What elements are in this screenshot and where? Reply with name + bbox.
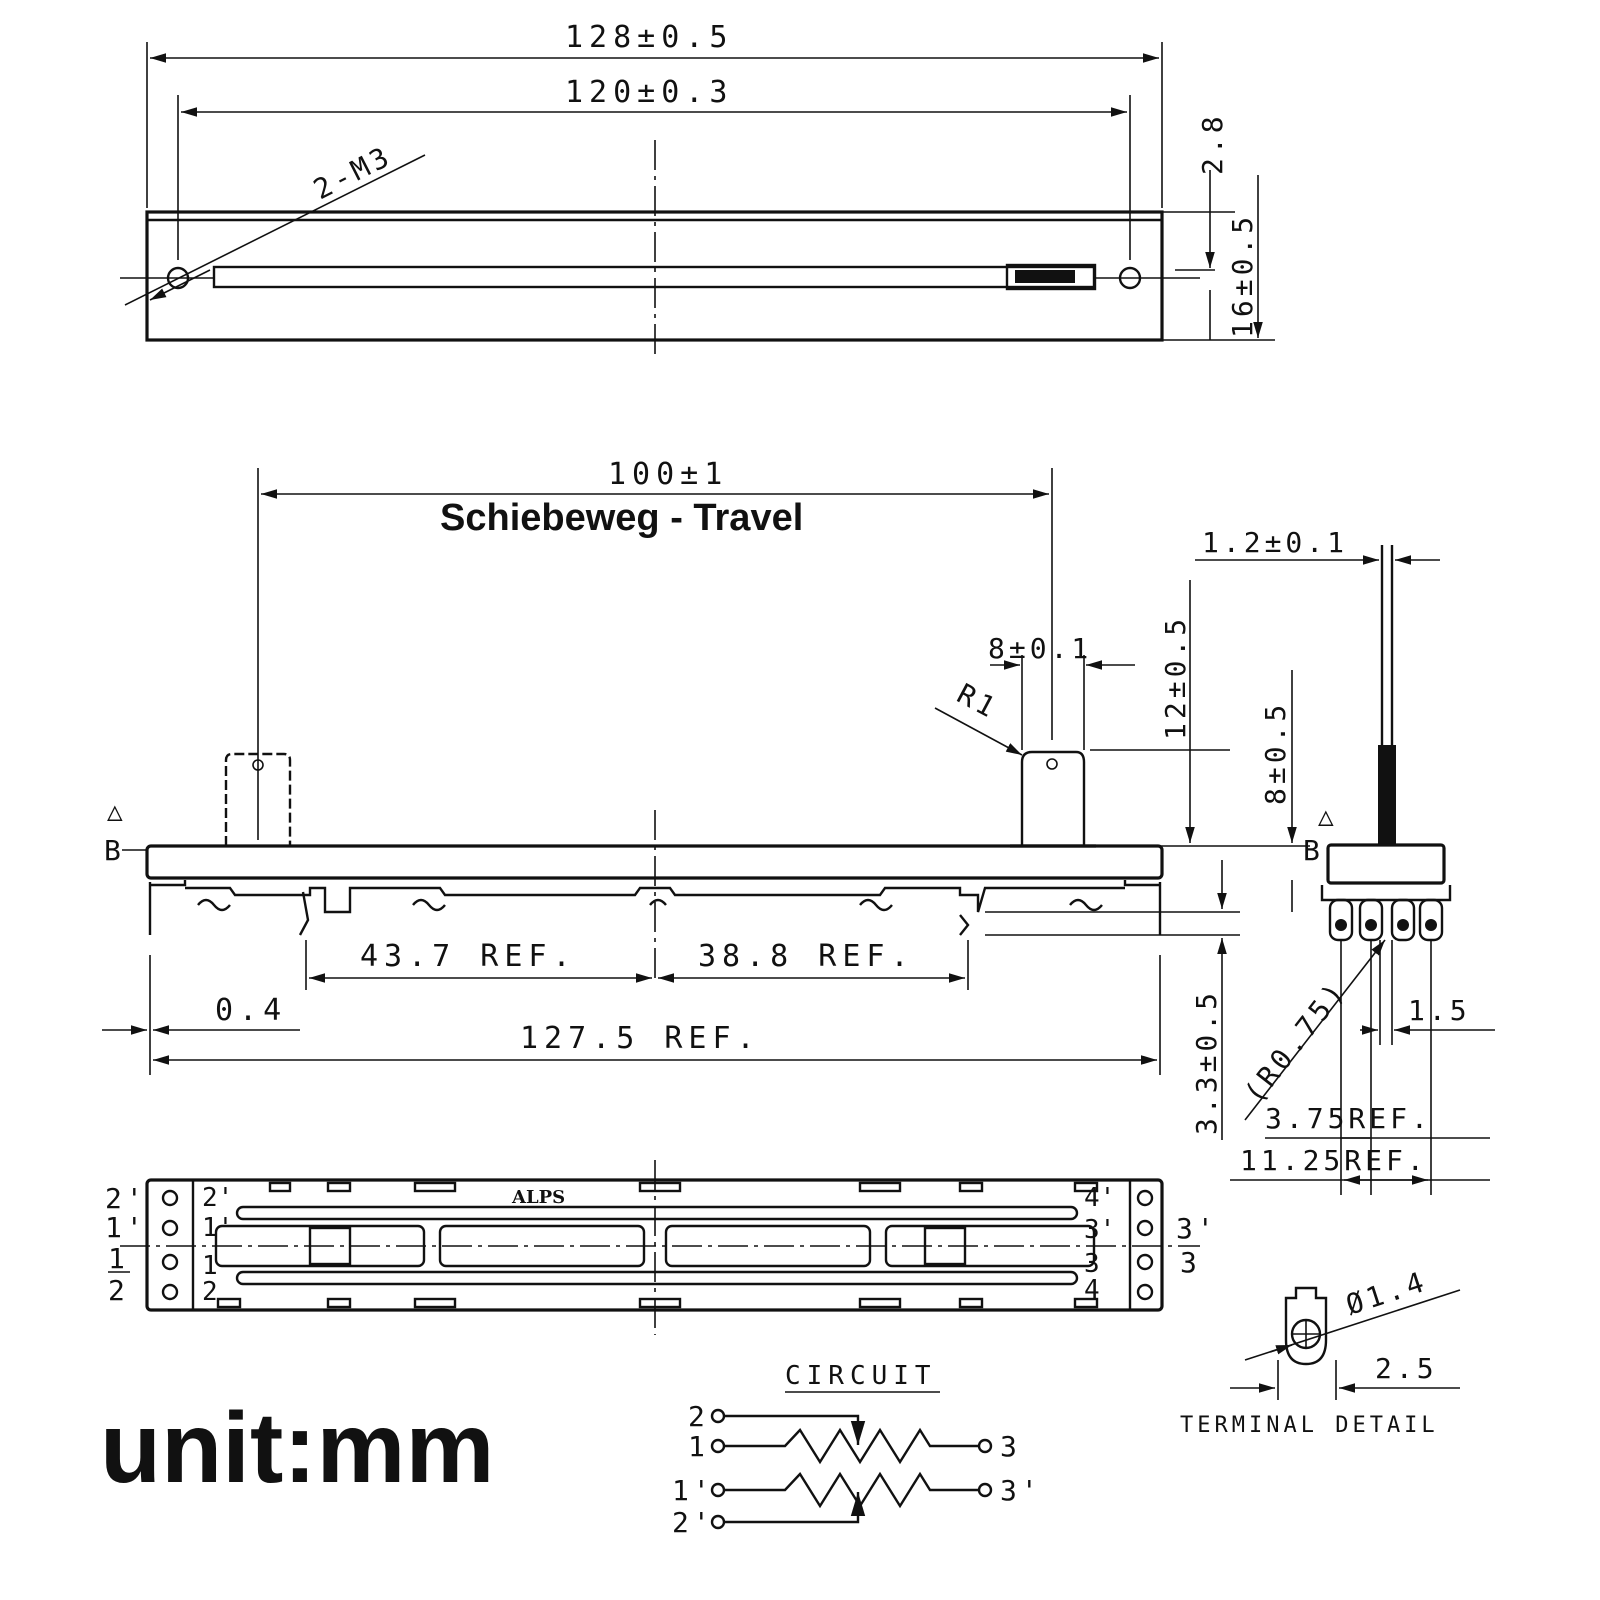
circuit-lower-terminal-2p: 2' xyxy=(672,1506,714,1539)
resistive-track-lower xyxy=(235,1270,1079,1286)
resistor-lower xyxy=(724,1471,979,1509)
terminal-radius-leader xyxy=(1244,939,1386,1121)
travel-caption: Schiebeweg - Travel xyxy=(440,497,803,539)
wiper-lower xyxy=(724,1492,866,1524)
end-view: △ B 1.2±0.1 12±0.5 8±0.5 3.3±0.5 (R0.75)… xyxy=(1090,526,1495,1195)
unit-label: unit:mm xyxy=(100,1392,494,1504)
mounting-tabs xyxy=(216,1181,1099,1309)
datum-symbol-right: △ xyxy=(1318,802,1334,832)
shaft xyxy=(1378,745,1396,845)
terminal-detail: Ø1.4 2.5 TERMINAL DETAIL xyxy=(1180,1264,1461,1438)
knob-width-label: 8±0.1 xyxy=(988,632,1092,665)
circuit-heading: CIRCUIT xyxy=(785,1361,937,1391)
resistor-upper xyxy=(724,1427,979,1465)
slider-knob-top xyxy=(1005,263,1097,291)
left-inner-label-4: 2 xyxy=(202,1277,218,1307)
ref-outer-label: 11.25REF. xyxy=(1240,1144,1428,1177)
circuit-upper-terminal-1: 1 xyxy=(688,1430,709,1463)
terminal-radius-label: (R0.75) xyxy=(1238,974,1354,1109)
right-pins xyxy=(1136,1189,1154,1301)
left-inner-label-1: 2' xyxy=(202,1183,233,1213)
left-pin-label-4: 2 xyxy=(108,1274,129,1307)
left-pin-label-3: 1 xyxy=(108,1242,129,1275)
slider-slot xyxy=(212,265,1096,289)
datum-symbol-left: △ xyxy=(107,797,123,827)
circuit-upper-terminal-3: 3 xyxy=(1000,1430,1021,1463)
mount-screws-label: 2-M3 xyxy=(308,139,397,206)
top-view-body xyxy=(145,210,1164,342)
left-pin-label-2: 1' xyxy=(105,1211,147,1244)
right-inner-label-1: 4' xyxy=(1084,1183,1115,1213)
right-inner-label-2: 3' xyxy=(1084,1215,1115,1245)
shaft-thickness-label: 1.2±0.1 xyxy=(1202,526,1348,559)
left-inner-label-3: 1 xyxy=(202,1251,218,1281)
left-inner-label-2: 1' xyxy=(202,1213,233,1243)
resistive-track-upper xyxy=(235,1205,1079,1221)
side-view: 100±1 Schiebeweg - Travel 8±0.1 R1 △ B xyxy=(102,457,1240,1075)
knob-right xyxy=(1020,750,1086,846)
circuit-upper-terminal-2: 2 xyxy=(688,1400,709,1433)
top-view: 128±0.5 120±0.3 2-M3 2.8 16±0.5 xyxy=(120,20,1275,355)
left-pins xyxy=(161,1189,179,1301)
datum-label-right: B xyxy=(1303,834,1324,867)
ref-inner-label: 3.75REF. xyxy=(1265,1102,1432,1135)
right-pin-label-1: 3' xyxy=(1176,1212,1218,1245)
bottom-view: ALPS 2' 1' 1 2 2' 1' 1 2 4' 3' 3 4 3' xyxy=(105,1160,1218,1335)
shaft-height-label: 12±0.5 xyxy=(1159,615,1192,740)
circuit-diagram: CIRCUIT 2 1 3 1' 2' 3' xyxy=(672,1361,1042,1539)
end-view-housing xyxy=(1326,843,1446,885)
lever-height-label: 8±0.5 xyxy=(1259,701,1292,805)
ref-left-label: 43.7 REF. xyxy=(360,939,577,974)
right-pin-label-2: 3 xyxy=(1180,1246,1201,1279)
circuit-lower-terminal-3p: 3' xyxy=(1000,1474,1042,1507)
mount-screw-leader xyxy=(124,154,426,306)
width-label: 16±0.5 xyxy=(1226,213,1259,338)
ref-right-label: 38.8 REF. xyxy=(698,939,915,974)
offset-label: 0.4 xyxy=(215,993,287,1028)
wiper-upper xyxy=(724,1414,866,1445)
underside-contour xyxy=(185,886,1125,914)
terminal-outline xyxy=(1284,1286,1328,1366)
right-inner-label-3: 3 xyxy=(1084,1249,1100,1279)
knob-radius-label: R1 xyxy=(952,677,1004,726)
height-offset-label: 2.8 xyxy=(1196,112,1229,175)
terminal-detail-heading: TERMINAL DETAIL xyxy=(1180,1413,1439,1438)
left-pin-label-1: 2' xyxy=(105,1182,147,1215)
datum-label-left: B xyxy=(104,834,125,867)
knob-left xyxy=(224,752,292,846)
brand-logo: ALPS xyxy=(511,1187,565,1208)
mount-spacing-label: 120±0.3 xyxy=(565,75,733,110)
terminal-clips xyxy=(1328,898,1444,942)
terminal-height-label: 3.3±0.5 xyxy=(1190,989,1223,1135)
travel-dimension-label: 100±1 xyxy=(608,457,728,492)
body-length-label: 127.5 REF. xyxy=(520,1021,761,1056)
circuit-lower-terminal-1p: 1' xyxy=(672,1474,714,1507)
pitch-label: 1.5 xyxy=(1408,994,1471,1027)
terminal-width-label: 2.5 xyxy=(1375,1352,1438,1385)
knob-radius-leader xyxy=(934,707,1023,756)
overall-length-label: 128±0.5 xyxy=(565,20,733,55)
right-inner-label-4: 4 xyxy=(1084,1275,1100,1305)
